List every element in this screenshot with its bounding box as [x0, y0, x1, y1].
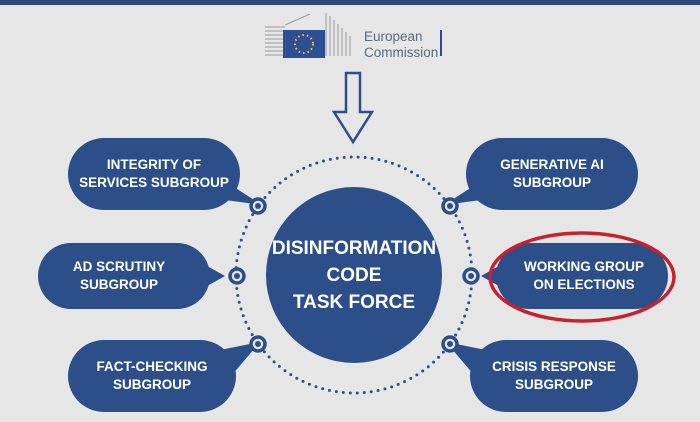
subgroup-integrity-of-services: INTEGRITY OF SERVICES SUBGROUP [79, 157, 229, 190]
center-circle [266, 187, 442, 363]
highlight-ring [488, 231, 676, 323]
top-bar [0, 0, 700, 5]
logo-line1: European [364, 29, 423, 44]
subgroup-ad-scrutiny: AD SCRUTINY SUBGROUP [72, 259, 166, 292]
subgroup-crisis-response: CRISIS RESPONSE SUBGROUP [492, 359, 616, 392]
arrow-down-icon [331, 71, 375, 145]
working-group-on-elections: WORKING GROUP ON ELECTIONS [524, 259, 644, 292]
ec-logo-icon [265, 13, 442, 58]
logo-line2: Commission [364, 45, 439, 60]
center-line2: CODE [326, 264, 382, 286]
subgroup-fact-checking: FACT-CHECKING SUBGROUP [96, 359, 208, 392]
center-title: DISINFORMATION CODE TASK FORCE [266, 220, 442, 330]
center-line1: DISINFORMATION [271, 237, 437, 259]
center-line3: TASK FORCE [292, 291, 416, 313]
subgroup-generative-ai: GENERATIVE AI SUBGROUP [500, 157, 604, 190]
